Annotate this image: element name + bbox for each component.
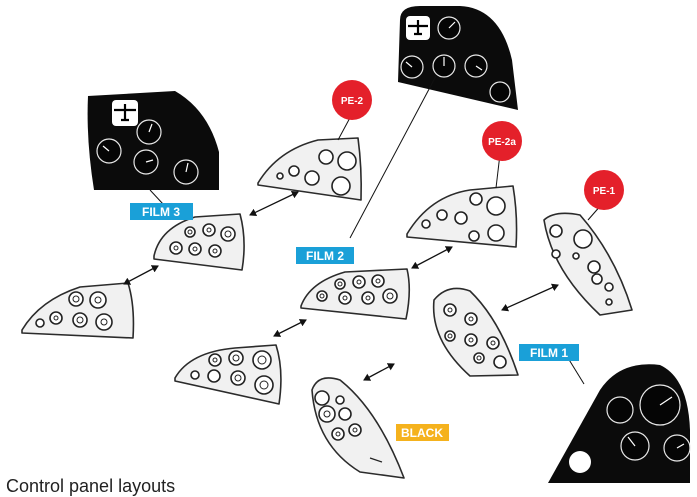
film3-label: FILM 3 — [142, 205, 180, 219]
page-caption: Control panel layouts — [6, 476, 176, 496]
panel-sketch-film2 — [300, 268, 411, 320]
panel-sketch-pe2 — [257, 137, 362, 201]
film1-tag-bg — [519, 344, 579, 361]
dark-instrument-panel-top-center — [398, 6, 518, 110]
panel-sketch-pe1 — [543, 212, 633, 316]
film2-tag: FILM 2 — [296, 247, 354, 264]
pe2a-badge: PE-2a — [482, 121, 522, 161]
pe2-badge: PE-2 — [332, 80, 372, 120]
film1-label: FILM 1 — [530, 346, 568, 360]
pe2a-badge-circle — [482, 121, 522, 161]
film2-label: FILM 2 — [306, 249, 344, 263]
arrow-film2-lower — [273, 319, 307, 337]
leader-film3 — [149, 189, 164, 205]
panel-sketch-black — [311, 377, 405, 479]
panel-sketch-left — [21, 282, 135, 339]
dark-instrument-panel-bottom-right — [548, 364, 691, 483]
pe1-label: PE-1 — [593, 186, 616, 197]
panel-sketch-film1 — [432, 287, 519, 377]
leader-film2 — [349, 75, 437, 239]
leader-film1 — [567, 357, 585, 385]
arrow-pe2-film3 — [249, 190, 299, 217]
pe1-badge-circle — [584, 170, 624, 210]
pe2-badge-circle — [332, 80, 372, 120]
arrow-lower-black — [363, 363, 395, 381]
film3-tag-bg — [130, 203, 193, 220]
pe2a-label: PE-2a — [488, 137, 516, 148]
film1-tag: FILM 1 — [519, 344, 579, 361]
film3-tag: FILM 3 — [130, 203, 193, 220]
panel-sketch-pe2a — [406, 185, 518, 248]
panel-sketch-film3 — [153, 213, 245, 271]
pe2-label: PE-2 — [341, 96, 364, 107]
black-label: BLACK — [401, 426, 443, 440]
panel-sketch-lower-center — [174, 344, 282, 405]
black-tag-bg — [396, 424, 449, 441]
arrow-pe1-film1 — [501, 283, 559, 312]
dark-instrument-panel-top-left — [87, 91, 219, 190]
arrow-pe2a-film2 — [411, 246, 453, 269]
film2-tag-bg — [296, 247, 354, 264]
black-tag: BLACK — [396, 424, 449, 441]
pe1-badge: PE-1 — [584, 170, 624, 210]
arrow-film3-left — [123, 265, 159, 285]
